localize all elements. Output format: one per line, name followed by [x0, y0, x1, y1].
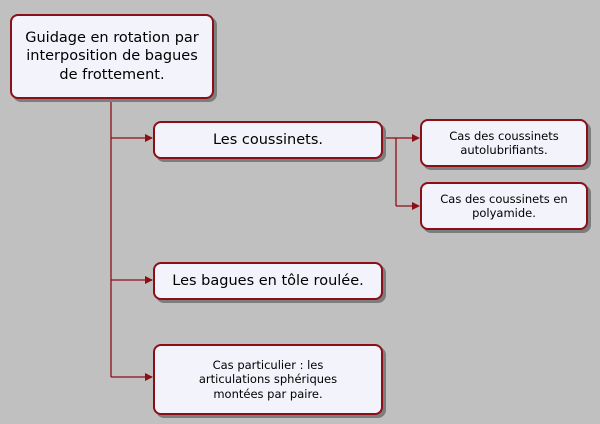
- node-autolubrifiants-label: Cas des coussinets autolubrifiants.: [449, 128, 559, 157]
- node-cas-particulier-label: Cas particulier : les articulations sphé…: [198, 357, 338, 401]
- node-bagues-tole-roulee: Les bagues en tôle roulée.: [153, 262, 383, 300]
- node-bagues-label: Les bagues en tôle roulée.: [172, 272, 364, 289]
- node-coussinets: Les coussinets.: [153, 121, 383, 159]
- root-node-label: Guidage en rotation par interposition de…: [25, 30, 199, 83]
- node-coussinets-autolubrifiants: Cas des coussinets autolubrifiants.: [420, 119, 588, 167]
- node-coussinets-label: Les coussinets.: [212, 131, 324, 148]
- node-polyamide-label: Cas des coussinets en polyamide.: [440, 191, 568, 220]
- node-cas-particulier: Cas particulier : les articulations sphé…: [153, 344, 383, 415]
- root-node: Guidage en rotation par interposition de…: [10, 14, 214, 99]
- node-coussinets-polyamide: Cas des coussinets en polyamide.: [420, 182, 588, 230]
